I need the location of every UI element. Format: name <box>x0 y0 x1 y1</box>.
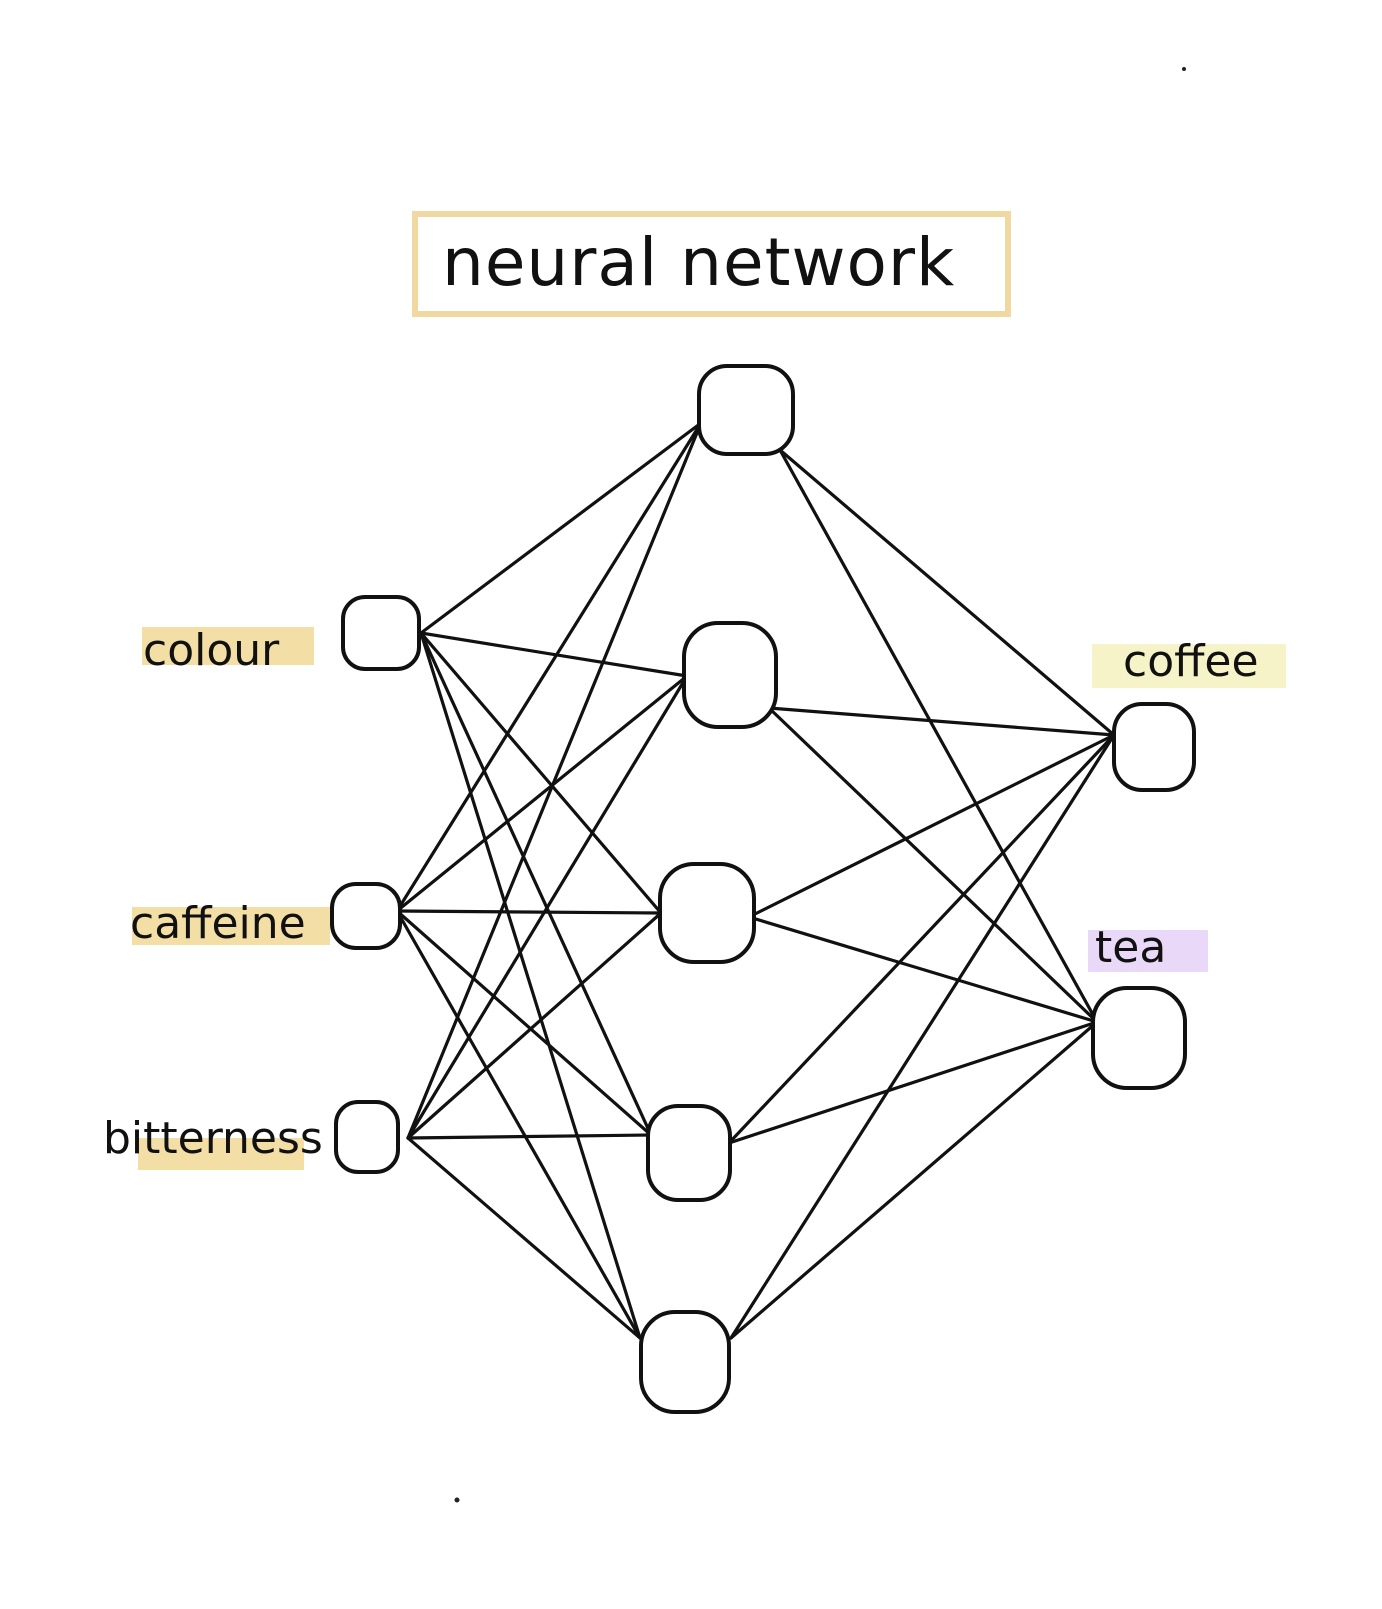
input-label-bitterness: bitterness <box>103 1113 323 1164</box>
title-box: neural network <box>412 211 1011 317</box>
connections <box>395 421 1116 1340</box>
edge-hidden-4-output-1 <box>727 733 1116 1145</box>
edge-hidden-2-output-1 <box>767 706 1116 737</box>
edge-input-1-hidden-4 <box>419 631 653 1137</box>
edge-input-1-hidden-5 <box>419 631 642 1340</box>
input-node-bitterness <box>334 1100 400 1174</box>
edge-input-2-hidden-1 <box>395 421 703 913</box>
edge-input-3-hidden-2 <box>406 674 689 1140</box>
edge-input-2-hidden-2 <box>395 674 689 913</box>
edge-input-1-hidden-3 <box>419 631 663 915</box>
input-node-colour <box>341 595 421 671</box>
label-highlight-colour <box>142 627 314 665</box>
label-highlight-tea <box>1088 930 1208 972</box>
edge-input-2-hidden-3 <box>395 909 663 915</box>
edge-hidden-1-output-1 <box>778 448 1116 737</box>
edge-hidden-5-output-1 <box>729 733 1116 1340</box>
edge-input-2-hidden-4 <box>395 909 653 1137</box>
edge-input-3-hidden-5 <box>406 1136 642 1340</box>
input-node-caffeine <box>330 882 402 950</box>
edge-hidden-1-output-2 <box>778 448 1099 1024</box>
dot-mark <box>454 1497 460 1503</box>
edge-input-3-hidden-4 <box>406 1133 653 1140</box>
label-highlight-coffee <box>1092 644 1286 688</box>
edge-hidden-3-output-2 <box>747 915 1099 1024</box>
output-label-coffee: coffee <box>1123 636 1259 687</box>
edge-hidden-5-output-2 <box>729 1020 1099 1340</box>
edge-input-1-hidden-2 <box>419 631 689 678</box>
edge-hidden-3-output-1 <box>747 733 1116 919</box>
edge-input-1-hidden-1 <box>419 421 703 635</box>
dot-mark <box>1182 67 1186 71</box>
hidden-node-5 <box>639 1310 731 1414</box>
stray-dots <box>454 67 1186 1503</box>
nodes <box>330 364 1196 1414</box>
hidden-node-1 <box>697 364 795 456</box>
hidden-node-2 <box>682 621 778 729</box>
labels: colour caffeine bitterness coffee tea <box>103 625 1286 1170</box>
hidden-node-3 <box>658 862 756 964</box>
label-highlight-caffeine <box>132 907 330 945</box>
diagram-title: neural network <box>442 224 955 301</box>
edge-input-3-hidden-3 <box>406 911 663 1140</box>
edge-input-3-hidden-1 <box>406 421 703 1140</box>
input-label-caffeine: caffeine <box>130 898 306 949</box>
hidden-node-4 <box>646 1104 732 1202</box>
output-node-tea <box>1091 986 1187 1090</box>
edge-hidden-2-output-2 <box>767 706 1099 1024</box>
label-highlight-bitterness <box>138 1138 304 1170</box>
output-node-coffee <box>1112 702 1196 792</box>
edge-input-2-hidden-5 <box>395 909 642 1340</box>
input-label-colour: colour <box>143 625 280 676</box>
output-label-tea: tea <box>1095 922 1166 973</box>
edge-hidden-4-output-2 <box>727 1020 1099 1145</box>
